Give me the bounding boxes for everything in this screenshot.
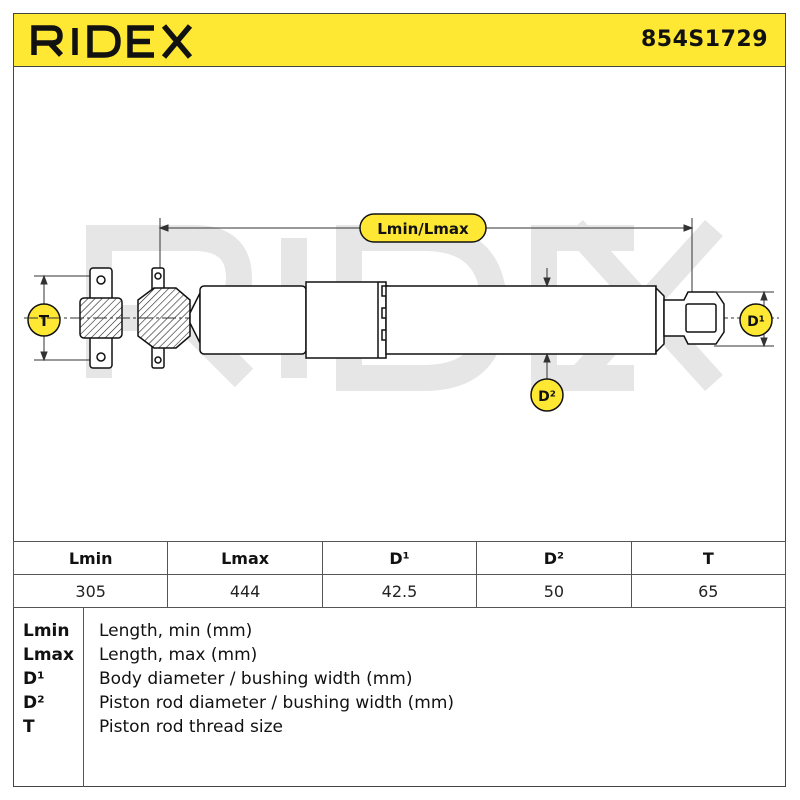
value-d2: 50 (476, 574, 632, 608)
t-label: T (39, 312, 50, 330)
legend-key: Lmax (23, 645, 74, 665)
shock-absorber-drawing: Lmin/Lmax T D² (24, 213, 779, 412)
ridex-logo (31, 24, 193, 59)
value-lmin: 305 (12, 574, 169, 608)
d1-badge (739, 303, 773, 337)
legend-item: D² Piston rod diameter / bushing width (… (13, 693, 786, 717)
length-label: Lmin/Lmax (377, 220, 469, 238)
legend-text: Length, max (mm) (99, 645, 258, 665)
header-d1: D¹ (321, 541, 478, 575)
part-number: 854S1729 (641, 27, 768, 52)
legend-item: T Piston rod thread size (13, 717, 786, 741)
legend-text: Body diameter / bushing width (mm) (99, 669, 413, 689)
legend-key: D² (23, 693, 45, 713)
header-t: T (630, 541, 787, 575)
length-label-pill (359, 213, 487, 243)
specs-table: Lmin Lmax D¹ D² T 305 444 42.5 50 65 (12, 541, 787, 608)
specs-value-row: 305 444 42.5 50 65 (12, 574, 787, 608)
legend-item: D¹ Body diameter / bushing width (mm) (13, 669, 786, 693)
bottom-eye (663, 291, 725, 345)
d2-badge (530, 378, 564, 412)
legend: Lmin Length, min (mm) Lmax Length, max (… (13, 607, 786, 787)
legend-key: T (23, 717, 35, 737)
d1-label: D¹ (747, 314, 765, 330)
d2-label: D² (538, 389, 556, 405)
legend-text: Length, min (mm) (99, 621, 253, 641)
d1-dimension (714, 290, 774, 348)
t-badge (27, 303, 61, 337)
header-lmin: Lmin (12, 541, 169, 575)
shock-body (189, 281, 665, 359)
value-t: 65 (630, 574, 787, 608)
legend-item: Lmin Length, min (mm) (13, 621, 786, 645)
d2-dimension (543, 268, 551, 380)
specs-header-row: Lmin Lmax D¹ D² T (12, 541, 787, 575)
header-lmax: Lmax (167, 541, 323, 575)
header-d2: D² (476, 541, 632, 575)
legend-key: D¹ (23, 669, 45, 689)
legend-item: Lmax Length, max (mm) (13, 645, 786, 669)
value-d1: 42.5 (321, 574, 478, 608)
legend-divider (83, 607, 84, 787)
legend-key: Lmin (23, 621, 70, 641)
value-lmax: 444 (167, 574, 323, 608)
legend-text: Piston rod thread size (99, 717, 284, 737)
legend-text: Piston rod diameter / bushing width (mm) (99, 693, 455, 713)
